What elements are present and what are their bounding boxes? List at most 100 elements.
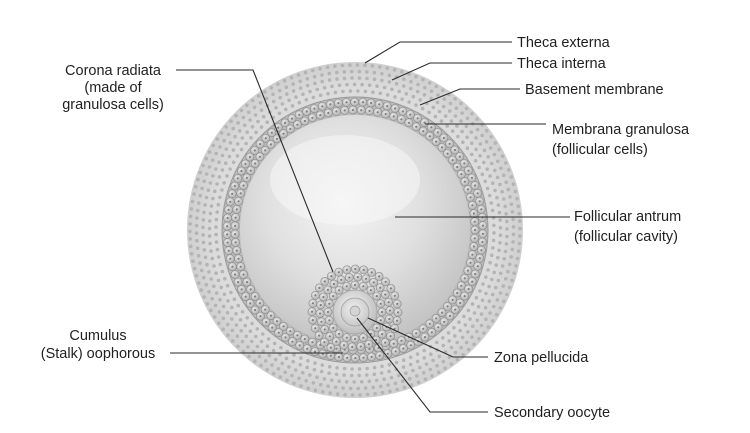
cumulus-cell-nucleus [362,285,364,287]
granulosa-cell-nucleus [460,173,462,175]
theca-cell [305,98,309,102]
theca-cell [197,281,201,285]
granulosa-cell-nucleus [482,233,484,235]
theca-cell [273,342,277,346]
theca-cell [441,89,445,93]
theca-cell [480,324,484,328]
theca-cell [486,155,490,159]
theca-cell [201,226,205,230]
granulosa-cell-nucleus [242,184,244,186]
theca-cell [416,90,420,94]
theca-cell [191,259,195,263]
granulosa-cell-nucleus [282,325,284,327]
theca-cell [266,344,270,348]
theca-cell [207,270,211,274]
theca-cell [498,211,502,215]
theca-cell [447,331,451,335]
granulosa-cell-nucleus [264,309,266,311]
theca-cell [400,97,404,101]
theca-cell [356,387,360,391]
theca-cell [453,334,457,338]
granulosa-cell-nucleus [330,355,332,357]
theca-cell [342,373,346,377]
theca-cell [380,365,384,369]
theca-cell [397,90,401,94]
theca-cell [412,95,416,99]
theca-cell [202,295,206,299]
cumulus-cell-nucleus [338,271,340,273]
theca-cell [201,233,205,237]
cumulus-cell-nucleus [371,271,373,273]
theca-cell [220,131,224,135]
theca-cell [504,212,508,216]
cumulus-cell-nucleus [380,319,382,321]
theca-cell [214,152,218,156]
theca-cell [468,317,472,321]
cumulus-cell-nucleus [312,302,314,304]
theca-cell [208,234,212,238]
theca-cell [492,271,496,275]
granulosa-cell-nucleus [314,351,316,353]
theca-cell [202,241,206,245]
theca-cell [418,366,422,370]
granulosa-cell-nucleus [237,258,239,260]
granulosa-cell-nucleus [464,277,466,279]
theca-cell [477,166,481,170]
theca-cell [390,88,394,92]
granulosa-cell-nucleus [271,132,273,134]
theca-cell [290,374,294,378]
theca-cell [212,144,216,148]
label-basement-membrane: Basement membrane [525,82,664,98]
theca-cell [461,336,465,340]
theca-cell [297,377,301,381]
theca-cell [385,66,389,70]
cumulus-cell-nucleus [360,345,362,347]
theca-cell [298,363,302,367]
cumulus-cell-nucleus [385,281,387,283]
theca-cell [287,99,291,103]
theca-cell [394,382,398,386]
theca-cell [234,114,238,118]
theca-cell [335,366,339,370]
theca-cell [231,329,235,333]
granulosa-cell-nucleus [270,143,272,145]
granulosa-cell-nucleus [259,302,261,304]
theca-cell [405,92,409,96]
theca-cell [416,352,420,356]
theca-cell [508,286,512,290]
theca-cell [402,84,406,88]
cumulus-cell-nucleus [328,303,330,305]
theca-cell [434,115,438,119]
theca-cell [234,312,238,316]
theca-cell [350,76,354,80]
granulosa-cell-nucleus [282,133,284,135]
theca-cell [456,135,460,139]
theca-cell [343,393,347,397]
theca-cell [485,140,489,144]
theca-cell [404,371,408,375]
theca-cell [502,197,506,201]
theca-cell [465,136,469,140]
cumulus-cell-nucleus [348,276,350,278]
theca-cell [231,339,235,343]
granulosa-cell-nucleus [377,111,379,113]
granulosa-cell-nucleus [379,355,381,357]
theca-cell [305,366,309,370]
granulosa-cell-nucleus [474,184,476,186]
theca-cell [214,233,218,237]
granulosa-cell-nucleus [446,305,448,307]
cumulus-cell-nucleus [396,303,398,305]
granulosa-cell-nucleus [479,257,481,259]
theca-cell [326,384,330,388]
theca-cell [494,286,498,290]
theca-cell [202,211,206,215]
theca-cell [350,70,354,74]
theca-cell [315,375,319,379]
theca-cell [381,391,385,395]
theca-cell [291,82,295,86]
granulosa-cell-nucleus [311,117,313,119]
theca-cell [218,298,222,302]
theca-cell [209,181,213,185]
granulosa-cell-nucleus [254,162,256,164]
